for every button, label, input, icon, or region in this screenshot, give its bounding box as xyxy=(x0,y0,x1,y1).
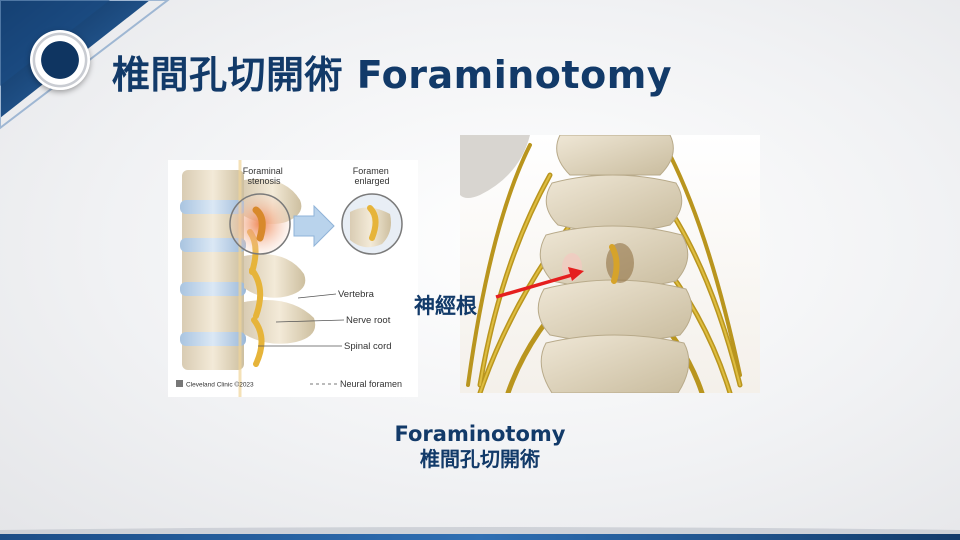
title-bullet-icon xyxy=(30,30,90,90)
caption-english: Foraminotomy xyxy=(394,422,566,446)
image-credit: Cleveland Clinic ©2023 xyxy=(186,381,254,389)
label-nerve-root: Nerve root xyxy=(346,315,391,326)
label-foramen: Foramen xyxy=(353,166,389,176)
cervical-spine-diagram xyxy=(460,135,760,393)
nerve-root-pointer-arrow xyxy=(495,273,573,299)
spine-diagram: Foraminal stenosis Foramen enlarged Vert… xyxy=(176,160,403,397)
label-foraminal: Foraminal xyxy=(243,166,283,176)
svg-text:Foramen enlarged: Foramen enlarged xyxy=(353,166,392,186)
label-vertebra: Vertebra xyxy=(338,289,375,300)
nerve-root-label: 神經根 xyxy=(414,294,477,318)
page-title: 椎間孔切開術 Foraminotomy xyxy=(112,53,673,97)
cleveland-clinic-logo-icon xyxy=(176,380,183,387)
label-spinal-cord: Spinal cord xyxy=(344,341,392,352)
label-stenosis: stenosis xyxy=(247,176,281,186)
bottom-decoration xyxy=(0,527,960,540)
caption-chinese: 椎間孔切開術 xyxy=(420,447,540,471)
svg-text:Foraminal stenosis: Foraminal stenosis xyxy=(243,166,286,186)
arrowhead-icon xyxy=(568,267,584,281)
cervical-spine-nerve-illustration xyxy=(460,135,760,393)
label-neural-foramen: Neural foramen xyxy=(340,379,402,389)
figure-caption: Foraminotomy 椎間孔切開術 xyxy=(360,421,600,471)
label-enlarged: enlarged xyxy=(354,176,389,186)
foraminal-stenosis-illustration: Foraminal stenosis Foramen enlarged Vert… xyxy=(168,160,418,397)
